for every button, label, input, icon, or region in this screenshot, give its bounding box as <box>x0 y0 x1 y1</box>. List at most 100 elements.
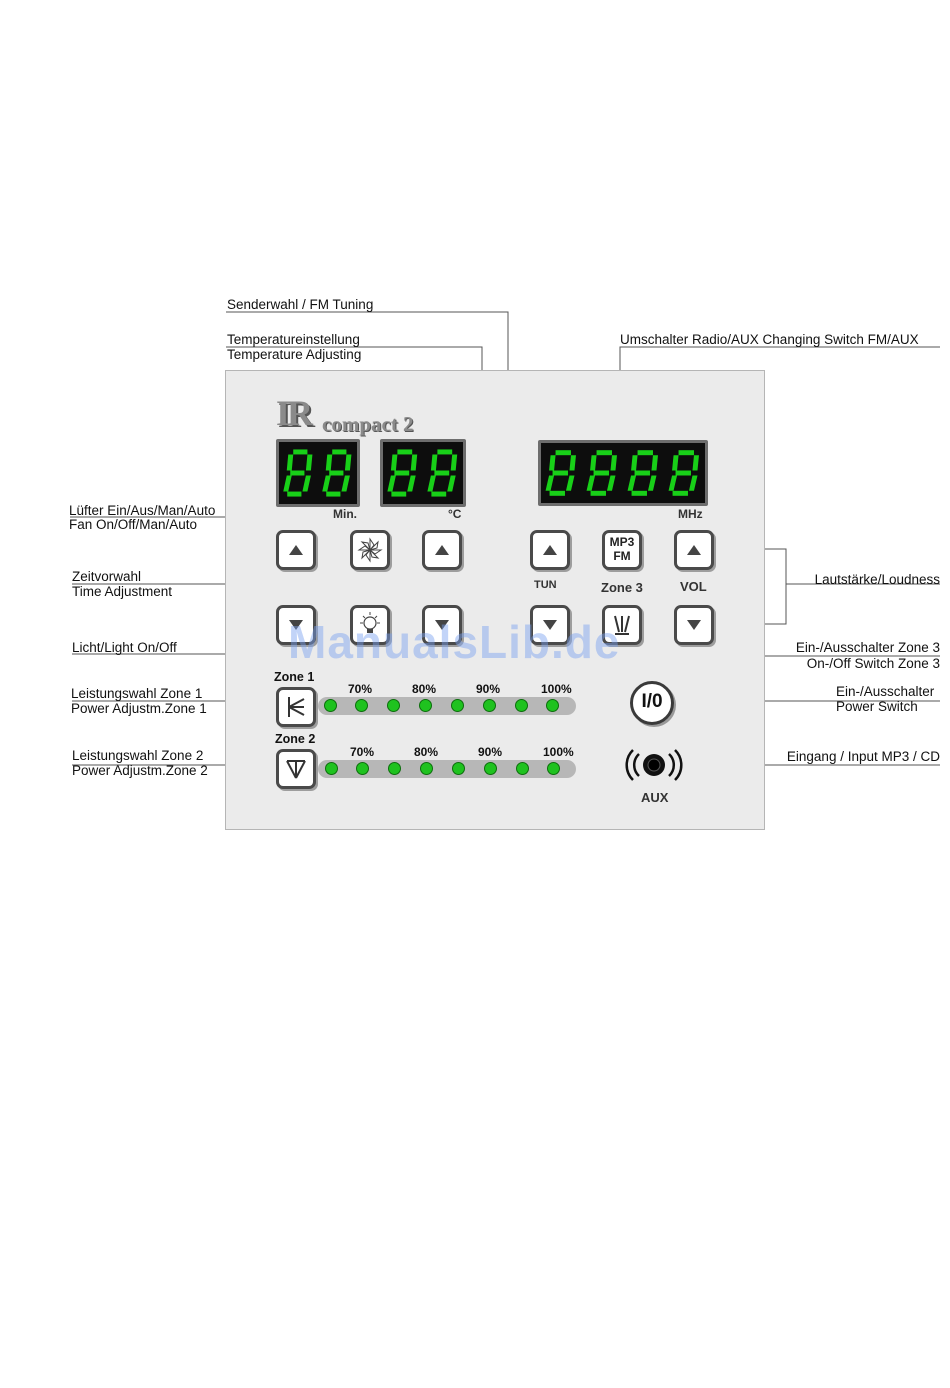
tuning-up-button[interactable] <box>530 530 570 570</box>
segment <box>692 455 699 471</box>
segment <box>437 449 453 455</box>
segment <box>590 490 606 496</box>
segment <box>302 475 311 492</box>
segment <box>341 475 350 492</box>
segment <box>627 475 637 491</box>
segment <box>344 454 352 471</box>
segment <box>450 454 458 471</box>
segment <box>610 455 617 471</box>
fm-aux-switch-annotation: Umschalter Radio/AUX Changing Switch FM/… <box>620 332 919 347</box>
zone2-pct-90: 90% <box>478 745 503 759</box>
arrow-up-icon <box>687 545 701 555</box>
segment <box>651 455 658 471</box>
segment <box>606 475 616 491</box>
arrow-up-icon <box>543 545 557 555</box>
zone3-annotation-de: Ein-/Ausschalter Zone 3 <box>795 640 940 655</box>
fm-label: FM <box>613 549 631 563</box>
aux-label: AUX <box>641 790 669 805</box>
zone2-led <box>420 762 433 775</box>
segment <box>647 475 657 491</box>
segment <box>332 449 347 455</box>
zone2-pct-70: 70% <box>350 745 375 759</box>
zone1-led <box>451 699 464 712</box>
segment <box>434 470 450 476</box>
logo-model: compact 2 <box>322 412 414 436</box>
logo-ir: IR <box>276 393 313 433</box>
segment <box>430 454 438 471</box>
unit-mhz: MHz <box>678 507 703 521</box>
tuning-down-button[interactable] <box>530 605 570 645</box>
arrow-down-icon <box>435 620 449 630</box>
segment <box>286 454 294 471</box>
zone3-switch-button[interactable] <box>602 605 642 645</box>
segment <box>545 475 555 491</box>
mp3-label: MP3 <box>609 535 635 549</box>
segment <box>326 491 341 497</box>
power-switch-button[interactable]: I/0 <box>630 681 674 725</box>
fm-tuning-annotation: Senderwahl / FM Tuning <box>227 297 374 312</box>
segment <box>569 455 576 471</box>
temperature-display-digits <box>387 449 458 497</box>
power-switch-annotation-en: Power Switch <box>836 699 918 714</box>
mp3-fm-switch-button[interactable]: MP3 FM <box>602 530 642 570</box>
display-digit <box>387 449 418 497</box>
segment <box>290 470 305 476</box>
arrow-up-icon <box>289 545 303 555</box>
zone1-power-button[interactable] <box>276 687 316 727</box>
light-button[interactable] <box>350 605 390 645</box>
zone1-led <box>483 699 496 712</box>
aux-jack-icon <box>625 749 683 781</box>
unit-min: Min. <box>333 507 357 521</box>
segment <box>410 454 418 471</box>
time-annotation-en: Time Adjustment <box>72 584 173 599</box>
zone2-pct-80: 80% <box>414 745 439 759</box>
loudness-annotation: Lautstärke/Loudness <box>814 572 940 587</box>
segment <box>637 450 653 456</box>
segment <box>668 475 678 491</box>
volume-up-button[interactable] <box>674 530 714 570</box>
zone1-led <box>355 699 368 712</box>
power-switch-annotation-de: Ein-/Ausschalter <box>836 684 935 699</box>
zone3-label: Zone 3 <box>601 580 643 595</box>
zone2-led <box>516 762 529 775</box>
heater-zone3-icon <box>614 615 630 635</box>
light-bulb-icon <box>360 612 380 633</box>
segment <box>305 454 313 471</box>
zone1-led <box>387 699 400 712</box>
time-up-button[interactable] <box>276 530 316 570</box>
zone2-power-button[interactable] <box>276 749 316 789</box>
frequency-display <box>538 440 708 506</box>
segment <box>325 454 333 471</box>
time-annotation-de: Zeitvorwahl <box>72 569 142 584</box>
volume-down-button[interactable] <box>674 605 714 645</box>
segment <box>394 470 410 476</box>
segment <box>387 475 396 492</box>
zone1-led <box>419 699 432 712</box>
segment <box>672 490 688 496</box>
segment <box>391 491 407 497</box>
segment <box>678 450 694 456</box>
segment <box>634 470 650 476</box>
segment <box>631 490 647 496</box>
display-digit <box>322 449 352 497</box>
fan-button[interactable] <box>350 530 390 570</box>
zone3-annotation-en: On-/Off Switch Zone 3 <box>806 656 940 671</box>
segment <box>287 491 302 497</box>
unit-celsius: °C <box>448 507 462 521</box>
fan-annotation-de: Lüfter Ein/Aus/Man/Auto <box>69 503 216 518</box>
aux-input-jack[interactable] <box>624 744 684 790</box>
arrow-down-icon <box>687 620 701 630</box>
temperature-down-button[interactable] <box>422 605 462 645</box>
zone2-led <box>484 762 497 775</box>
power-zone2-annotation-de: Leistungswahl Zone 2 <box>72 748 204 763</box>
segment <box>390 454 398 471</box>
zone1-led <box>515 699 528 712</box>
temperature-annotation-en: Temperature Adjusting <box>227 347 362 362</box>
temperature-up-button[interactable] <box>422 530 462 570</box>
segment <box>549 455 556 471</box>
time-down-button[interactable] <box>276 605 316 645</box>
zone1-label: Zone 1 <box>274 670 315 684</box>
zone2-led-bar <box>318 760 576 778</box>
fan-annotation-en: Fan On/Off/Man/Auto <box>69 517 198 532</box>
segment <box>431 491 447 497</box>
